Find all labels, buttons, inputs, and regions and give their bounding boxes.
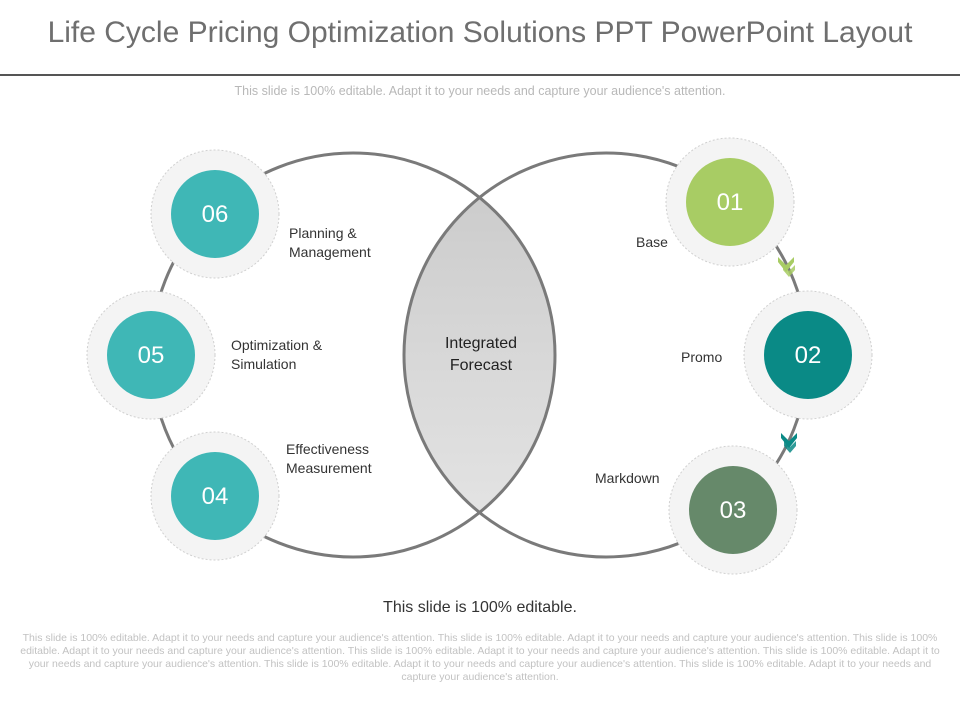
step-01-number: 01 [717,189,744,216]
label-base: Base [636,234,668,250]
step-05-circle [107,311,195,399]
step-06-number: 06 [202,201,229,228]
step-04-number: 04 [202,483,229,510]
step-03-number: 03 [720,497,747,524]
step-02-number: 02 [795,342,822,369]
step-03-circle [689,466,777,554]
step-05-number: 05 [138,342,165,369]
label-effectiveness-measurement: Effectiveness Measurement [286,441,372,476]
footer-fine-print: This slide is 100% editable. Adapt it to… [20,632,940,683]
step-06-circle [171,170,259,258]
label-planning-management: Planning & Management [289,225,371,260]
slide-title: Life Cycle Pricing Optimization Solution… [47,16,913,49]
integrated-forecast-label: Integrated Forecast [444,335,518,374]
step-01-circle [686,158,774,246]
label-markdown: Markdown [595,470,660,486]
slide-subtitle: This slide is 100% editable. Adapt it to… [234,84,726,98]
label-optimization-simulation: Optimization & Simulation [231,337,323,372]
step-02-circle [764,311,852,399]
step-04-circle [171,452,259,540]
intersection-lens [404,153,555,557]
footer-editable-note: This slide is 100% editable. [383,599,577,616]
label-promo: Promo [681,349,723,365]
arrow-02-to-03 [781,433,797,453]
title-divider [0,74,960,76]
arrow-01-to-02 [778,257,795,277]
